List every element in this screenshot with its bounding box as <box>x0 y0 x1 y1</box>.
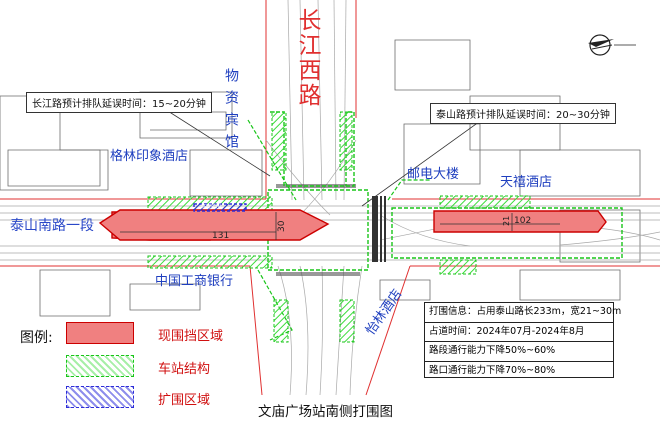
info-line-3: 路段通行能力下降50%~60% <box>425 342 613 362</box>
delay-note-taishan: 泰山路预计排队延误时间：20~30分钟 <box>430 103 616 124</box>
legend-label-enclosure: 现围挡区域 <box>158 329 224 344</box>
place-label-tianxi-hotel: 天禧酒店 <box>500 175 553 190</box>
dimension-right-length: 102 <box>514 216 532 226</box>
place-label-post-building: 邮电大楼 <box>407 167 460 182</box>
leader-lines <box>159 105 491 207</box>
legend-label-station: 车站结构 <box>158 362 211 377</box>
expansion-area <box>193 203 247 212</box>
map-title: 文庙广场站南侧打围图 <box>258 404 393 420</box>
dimension-right-width: 21 <box>502 215 511 226</box>
dimension-left-width: 30 <box>277 220 287 232</box>
dimension-lines <box>120 212 560 240</box>
temporary-expansion-label: 临时扩围 <box>201 204 222 210</box>
place-label-icbc: 中国工商银行 <box>155 274 234 289</box>
info-line-1: 打围信息：占用泰山路长233m，宽21~30m <box>425 303 621 323</box>
road-label-taishan-south: 泰山南路一段 <box>10 218 94 234</box>
legend-swatch-station <box>66 355 134 377</box>
enclosure-areas <box>98 209 607 241</box>
delay-note-changjiang: 长江路预计排队延误时间：15~20分钟 <box>26 92 212 113</box>
compass-icon <box>588 34 636 56</box>
road-label-changjiang-west: 长江西路 <box>294 8 320 108</box>
info-box: 打围信息：占用泰山路长233m，宽21~30m 占道时间：2024年07月-20… <box>424 302 621 378</box>
legend-swatch-expansion <box>66 386 134 408</box>
info-line-4: 路口通行能力下降70%~80% <box>429 364 556 376</box>
info-line-2: 占道时间：2024年07月-2024年8月 <box>425 323 613 342</box>
legend-title: 图例: <box>20 330 53 346</box>
legend-swatch-enclosure <box>66 322 134 344</box>
place-label-greentree-hotel: 格林印象酒店 <box>110 149 189 164</box>
place-label-wuzi-hotel: 物资宾馆 <box>223 68 239 156</box>
dimension-left-length: 131 <box>212 231 230 241</box>
legend-label-expansion: 扩围区域 <box>158 393 211 408</box>
